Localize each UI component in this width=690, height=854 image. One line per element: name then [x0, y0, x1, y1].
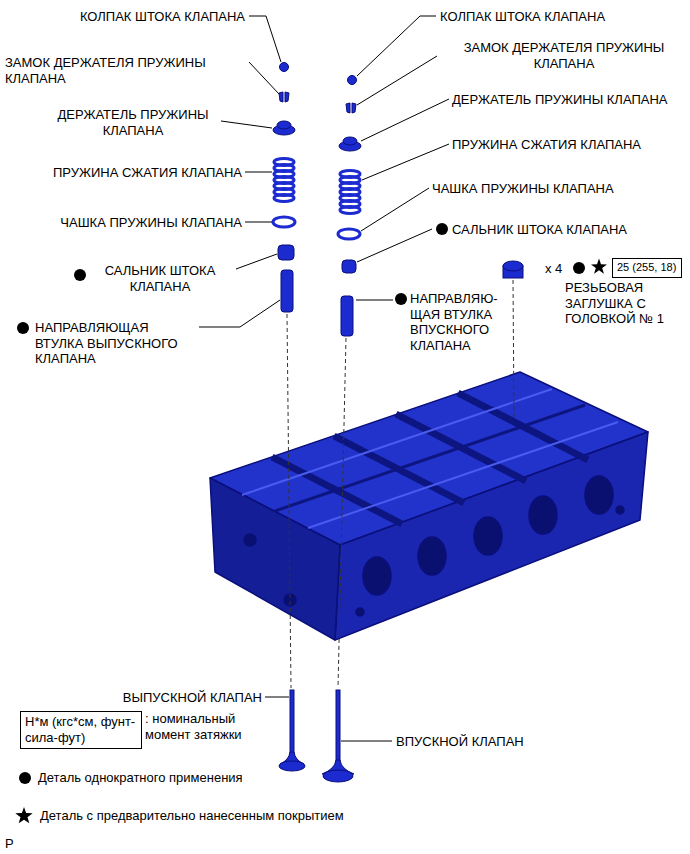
spring-seat [273, 217, 295, 227]
port [474, 517, 502, 555]
leader-line [199, 300, 280, 327]
head-ridge [308, 422, 618, 528]
leader-line [221, 121, 272, 128]
leader-line [361, 188, 429, 231]
cylinder-head [210, 372, 648, 640]
unit-box: Н*м (кгс*см, фунт-сила-фут) [20, 711, 142, 749]
box-text: 25 (255, 18) [617, 261, 676, 274]
leader-line [357, 56, 437, 105]
part-label: ЗАМОК ДЕРЖАТЕЛЯ ПРУЖИНЫ КЛАПАНА [440, 40, 688, 71]
part-label: КОЛПАК ШТОКА КЛАПАНА [20, 9, 245, 25]
single-use-mark [74, 269, 86, 281]
part-label: НАПРАВЛЯЮЩАЯ ВТУЛКА ВЫПУСКНОГО КЛАПАНА [35, 320, 195, 367]
part-label: РЕЗЬБОВАЯ ЗАГЛУШКА С ГОЛОВКОЙ № 1 [565, 280, 685, 327]
assembly-line [338, 338, 346, 688]
precoated-mark [591, 259, 607, 274]
spring-retainer [343, 137, 357, 145]
single-use-mark [395, 293, 407, 305]
legend-single-use-mark [19, 772, 31, 784]
leader-line [249, 62, 279, 94]
port [585, 476, 613, 514]
bolt-hole [616, 506, 624, 514]
part-label: ЧАШКА ПРУЖИНЫ КЛАПАНА [432, 181, 682, 197]
port [418, 537, 446, 575]
bolt-hole [244, 534, 256, 546]
spring-retainer [277, 121, 291, 129]
leader-line [341, 741, 392, 742]
head-ridge [275, 405, 585, 511]
legend-text: Деталь однократного применения [38, 770, 338, 786]
leader-line [245, 172, 272, 173]
single-use-mark [17, 322, 29, 334]
valve-guide [281, 270, 293, 312]
port [363, 557, 391, 595]
part-label: САЛЬНИК ШТОКА КЛАПАНА [90, 263, 230, 294]
leader-line [357, 229, 432, 262]
leader-line [265, 697, 289, 698]
threaded-plug [503, 261, 523, 271]
leader-line [356, 300, 393, 301]
head-end-face [210, 478, 340, 640]
leader-line [361, 99, 449, 141]
stem-cap [348, 76, 357, 85]
leader-line [357, 16, 436, 76]
part-label: ЧАШКА ПРУЖИНЫ КЛАПАНА [10, 215, 242, 231]
part-label: ПРУЖИНА СЖАТИЯ КЛАПАНА [452, 137, 682, 153]
legend-text: Деталь с предварительно нанесенным покры… [40, 808, 400, 824]
valve-guide [341, 296, 353, 336]
stem-seal [278, 245, 294, 260]
part-label: ЗАМОК ДЕРЖАТЕЛЯ ПРУЖИНЫ КЛАПАНА [5, 55, 245, 86]
valve-stem [290, 690, 294, 758]
spring-coil [274, 195, 294, 202]
leader-line [236, 254, 277, 269]
single-use-mark [573, 262, 585, 274]
valve-head [323, 770, 353, 782]
valve-stem [336, 690, 340, 766]
assembly-line [287, 314, 291, 688]
retainer-lock [279, 92, 289, 102]
spring-coil [340, 207, 360, 214]
stem-cap [280, 63, 289, 72]
box-text: Н*м (кгс*см, фунт-сила-фут) [25, 714, 137, 745]
page-mark: P [5, 836, 25, 852]
quantity-label: x 4 [545, 261, 573, 277]
leader-line [249, 16, 281, 62]
part-label: ВЫПУСКНОЙ КЛАПАН [60, 690, 262, 706]
leader-line [362, 144, 449, 180]
torque-box: 25 (255, 18) [612, 258, 682, 278]
leader-line [245, 222, 272, 223]
port [529, 496, 557, 534]
part-label: КОЛПАК ШТОКА КЛАПАНА [440, 9, 680, 25]
part-label: ВПУСКНОЙ КЛАПАН [396, 734, 596, 750]
part-label: НАПРАВЛЯЮ- ЩАЯ ВТУЛКА ВПУСКНОГО КЛАПАНА [410, 291, 508, 353]
bolt-hole [356, 608, 364, 616]
legend-precoated-mark [15, 807, 32, 823]
part-label: ПРУЖИНА СЖАТИЯ КЛАПАНА [10, 165, 242, 181]
spring-seat [338, 229, 360, 239]
part-label: ДЕРЖАТЕЛЬ ПРУЖИНЫ КЛАПАНА [48, 107, 218, 138]
assembly-line [513, 280, 514, 420]
part-label: САЛЬНИК ШТОКА КЛАПАНА [452, 222, 682, 238]
single-use-mark [436, 223, 448, 235]
stem-seal [342, 260, 356, 273]
legend-text: : номинальный момент затяжки [145, 711, 270, 742]
valve-head [279, 761, 305, 771]
retainer-lock [346, 103, 356, 113]
part-label: ДЕРЖАТЕЛЬ ПРУЖИНЫ КЛАПАНА [452, 92, 682, 108]
